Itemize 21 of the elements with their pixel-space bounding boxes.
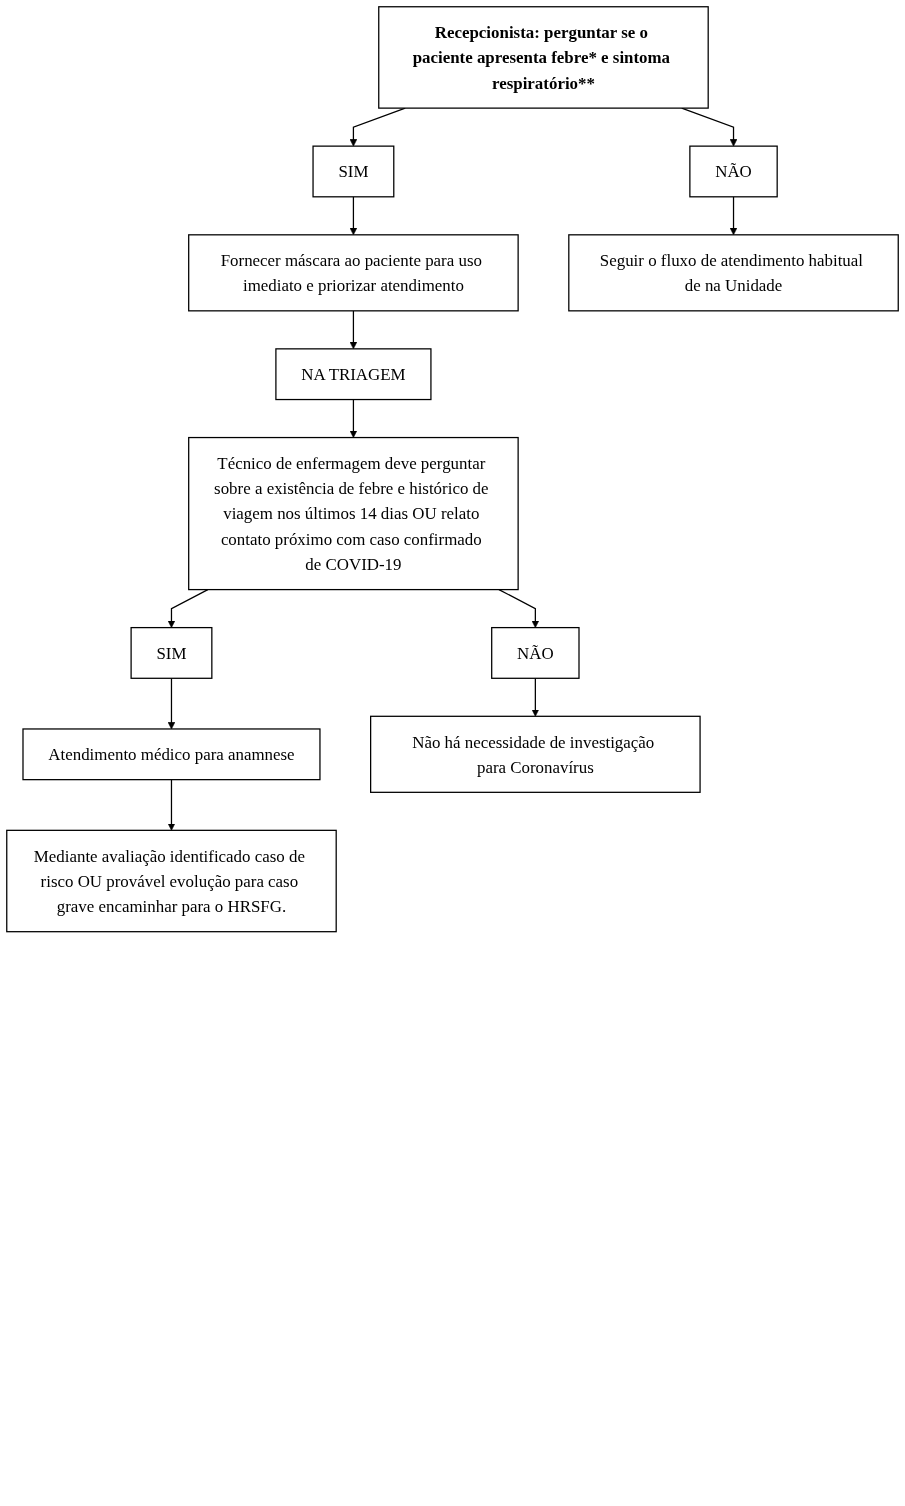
arrow [531, 677, 540, 717]
node-box: Mediante avaliação identificado caso de risco OU provável evolução para caso grave encaminhar para o HRSFG. [6, 829, 337, 933]
arrow [349, 310, 358, 350]
arrow [349, 196, 358, 236]
node-box: Fornecer máscara ao paciente para uso imediato e priorizar atendimento [188, 234, 519, 312]
node-box: Seguir o fluxo de atendimento habitual de na Unidade [568, 234, 899, 312]
node-box: Recepcionista: perguntar se o paciente apresenta febre* e sintoma respiratório** [378, 6, 709, 109]
node-box: NÃO [689, 145, 778, 198]
node-box: SIM [130, 626, 213, 679]
arrow [729, 196, 738, 236]
node-box: NA TRIAGEM [275, 348, 432, 401]
node-box: SIM [312, 145, 395, 198]
arrow [167, 677, 176, 730]
arrow [349, 398, 358, 438]
node-box: Técnico de enfermagem deve perguntar sobre a existência de febre e histórico de viagem nos últimos 14 dias OU relato contato próximo com caso confirmado de COVID-19 [188, 436, 519, 591]
node-box: Atendimento médico para anamnese [22, 728, 321, 781]
arrow [167, 779, 176, 831]
arrow [167, 588, 209, 628]
node-box: NÃO [491, 626, 580, 679]
node-box: Não há necessidade de investigação para Coronavírus [370, 715, 701, 793]
arrow [498, 588, 540, 628]
